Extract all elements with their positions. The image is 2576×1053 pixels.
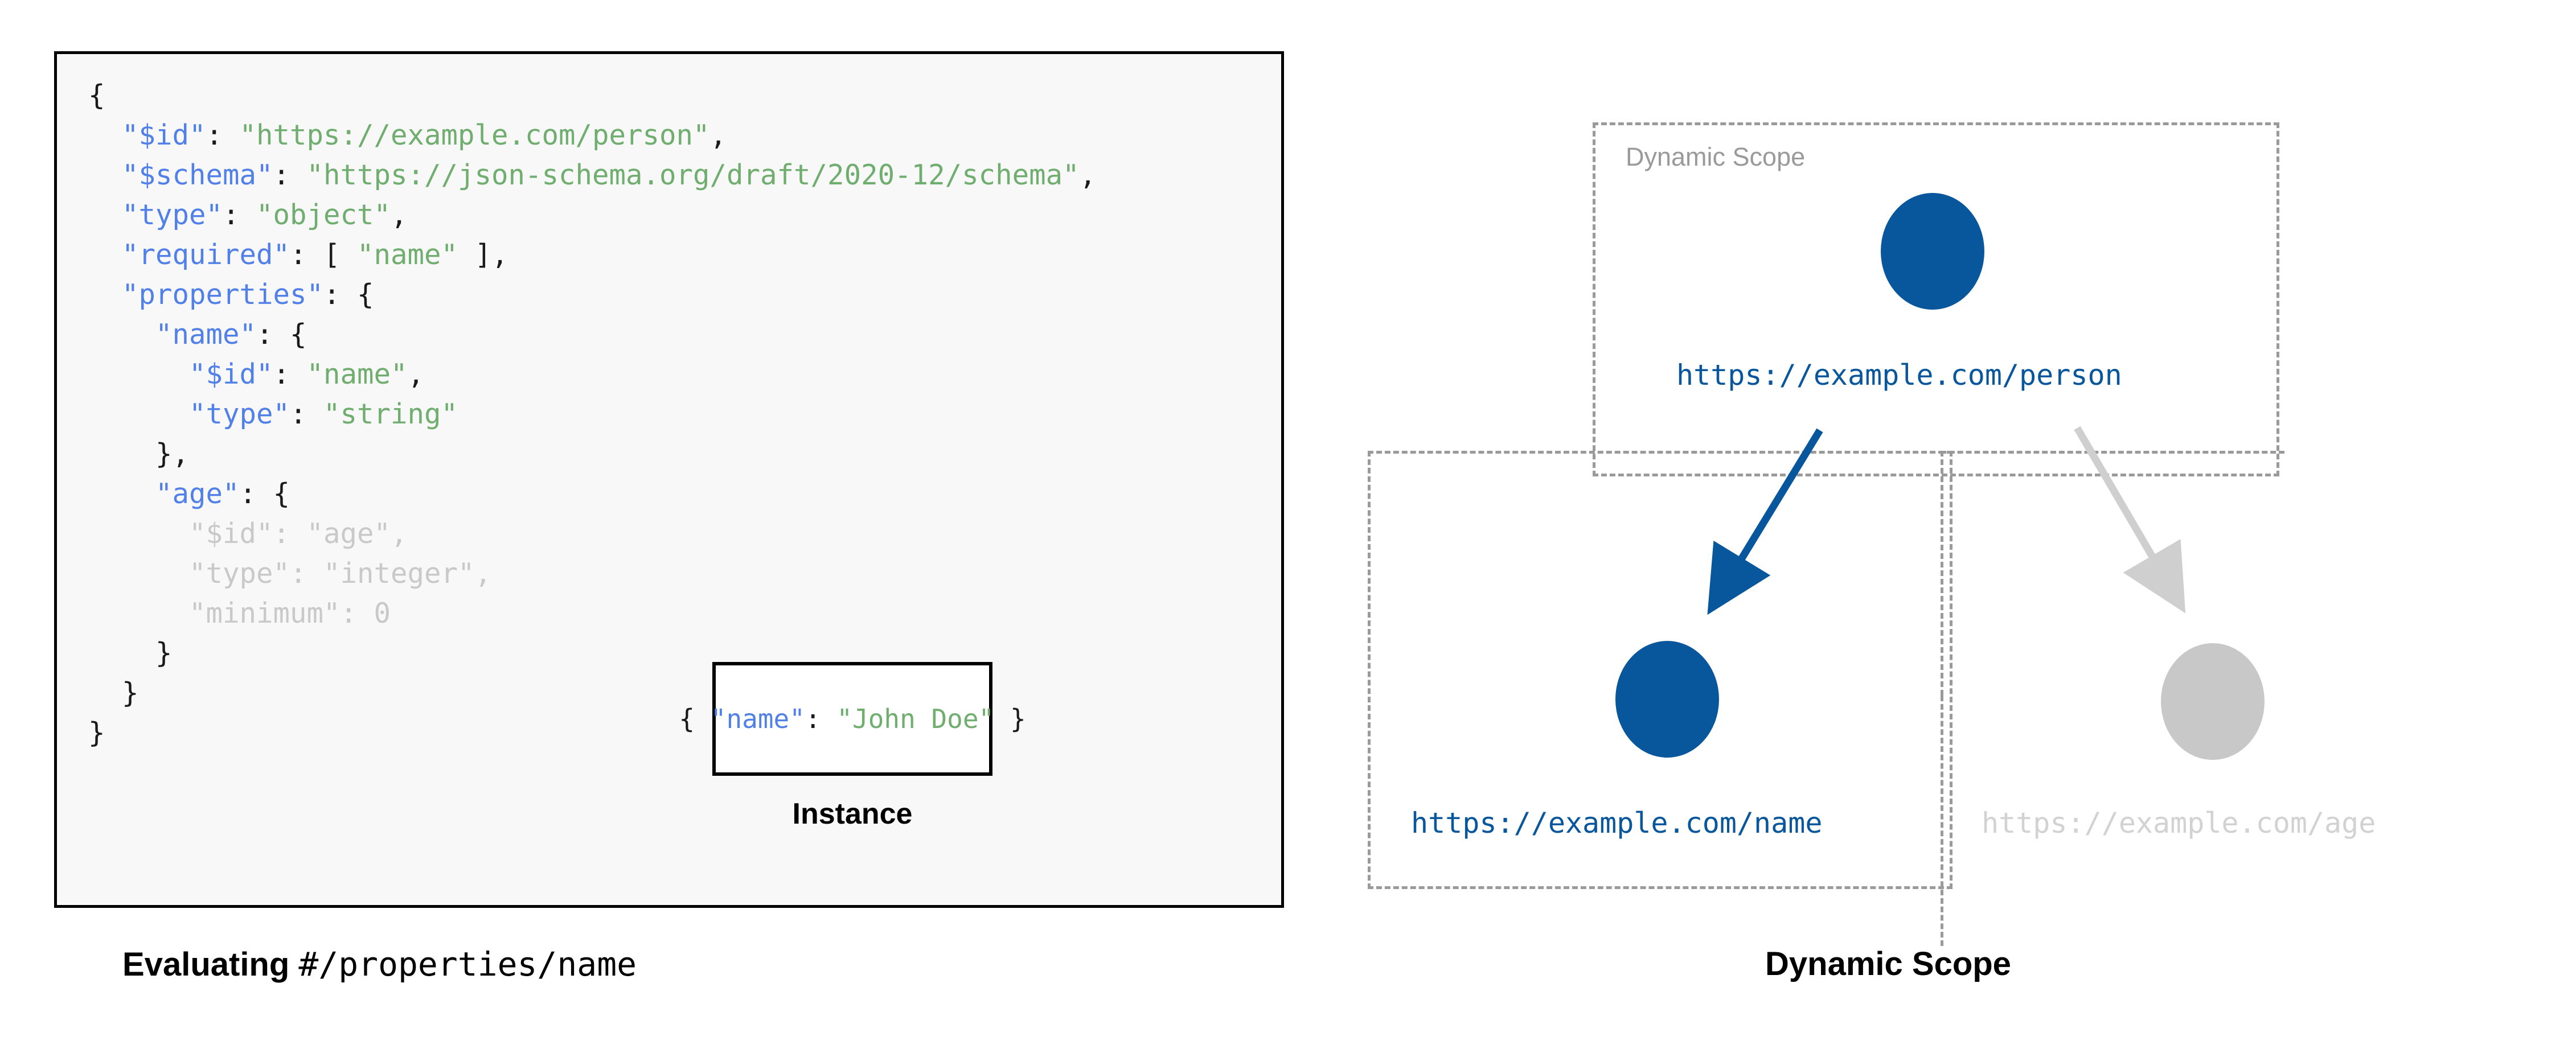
- code-token-punct: :: [206, 119, 240, 151]
- code-token-str: "name": [357, 238, 458, 271]
- code-token-punct: :: [223, 199, 257, 231]
- code-token-punct: }: [122, 677, 139, 709]
- code-token-punct: }: [155, 637, 173, 669]
- code-token-num: 0: [374, 597, 391, 630]
- code-line: "minimum": 0: [88, 594, 1096, 634]
- code-token-punct: :: [290, 398, 324, 430]
- code-token-punct: ,: [474, 557, 492, 590]
- code-token-punct: },: [155, 438, 190, 470]
- instance-caption: Instance: [792, 797, 913, 830]
- node-age: [2161, 643, 2265, 760]
- code-line: {: [88, 76, 1096, 116]
- instance-code: { "name": "John Doe" }: [679, 704, 1026, 734]
- node-label-age: https://example.com/age: [1982, 807, 2376, 840]
- code-token-punct: : {: [256, 318, 307, 351]
- scope-box-name: [1368, 451, 1952, 889]
- arrow-person-to-name: [1707, 428, 1823, 615]
- code-token-punct: {: [88, 79, 105, 112]
- code-token-key: "minimum": [189, 597, 341, 630]
- schema-code-listing: { "$id": "https://example.com/person", "…: [88, 76, 1096, 753]
- scope-box-root: [1593, 122, 2279, 476]
- code-token-punct: ,: [407, 358, 425, 390]
- code-line: "type": "string": [88, 394, 1096, 434]
- code-token-key: "properties": [122, 278, 324, 311]
- code-line: "$id": "age",: [88, 514, 1096, 554]
- code-line: }: [88, 634, 1096, 673]
- code-token-str: "https://example.com/person": [239, 119, 710, 151]
- code-token-punct: {: [679, 704, 711, 734]
- code-token-key: "$id": [189, 517, 273, 550]
- code-token-key: "age": [155, 478, 240, 510]
- code-token-punct: ],: [458, 238, 508, 271]
- code-line: "type": "integer",: [88, 554, 1096, 594]
- code-token-str: "https://json-schema.org/draft/2020-12/s…: [306, 159, 1080, 191]
- code-line: "$schema": "https://json-schema.org/draf…: [88, 155, 1096, 195]
- code-token-key: "type": [189, 557, 290, 590]
- code-token-punct: :: [273, 517, 307, 550]
- left-caption-bold-text: Evaluating: [122, 946, 299, 983]
- code-token-key: "type": [189, 398, 290, 430]
- code-token-str: "string": [323, 398, 458, 430]
- code-token-punct: : {: [239, 478, 290, 510]
- code-token-key: "type": [122, 199, 223, 231]
- code-token-punct: ,: [709, 119, 727, 151]
- schema-code-panel: { "$id": "https://example.com/person", "…: [54, 51, 1284, 908]
- code-token-str: "integer": [323, 557, 475, 590]
- code-token-key: "name": [710, 704, 805, 734]
- right-panel-caption: Dynamic Scope: [1765, 945, 2011, 982]
- code-line: "name": {: [88, 315, 1096, 355]
- node-name: [1615, 641, 1719, 758]
- code-token-str: "age": [306, 517, 391, 550]
- code-line: "$id": "https://example.com/person",: [88, 116, 1096, 155]
- scope-box-label: Dynamic Scope: [1626, 142, 1806, 171]
- code-token-key: "$schema": [122, 159, 273, 191]
- code-token-str: "John Doe": [836, 704, 995, 734]
- code-token-str: "name": [306, 358, 408, 390]
- code-line: "type": "object",: [88, 195, 1096, 235]
- left-caption-pointer-text: #/properties/name: [298, 945, 637, 984]
- code-line: "$id": "name",: [88, 355, 1096, 394]
- code-line: "required": [ "name" ],: [88, 235, 1096, 275]
- code-line: "age": {: [88, 474, 1096, 514]
- code-token-key: "$id": [122, 119, 206, 151]
- code-token-str: "object": [256, 199, 391, 231]
- code-token-punct: :: [340, 597, 374, 630]
- code-token-key: "required": [122, 238, 290, 271]
- code-token-punct: ,: [1079, 159, 1097, 191]
- code-token-punct: :: [273, 358, 307, 390]
- code-token-key: "$id": [189, 358, 273, 390]
- code-token-punct: }: [88, 717, 105, 749]
- code-token-punct: : {: [323, 278, 374, 311]
- code-token-punct: :: [805, 704, 837, 734]
- code-token-punct: :: [290, 557, 324, 590]
- code-token-punct: ,: [391, 199, 408, 231]
- code-line: },: [88, 434, 1096, 474]
- code-token-punct: }: [994, 704, 1026, 734]
- node-label-name: https://example.com/name: [1411, 807, 1823, 840]
- code-token-key: "name": [155, 318, 257, 351]
- code-line: "properties": {: [88, 275, 1096, 315]
- code-token-punct: ,: [391, 517, 408, 550]
- code-line: }: [88, 673, 1096, 713]
- scope-box-age: [1941, 451, 2284, 696]
- code-token-punct: : [: [290, 238, 358, 271]
- code-line: }: [88, 713, 1096, 753]
- node-label-person: https://example.com/person: [1676, 359, 2122, 392]
- node-person: [1881, 193, 1984, 310]
- arrow-person-to-age: [2074, 426, 2186, 614]
- scope-box-age-left-edge: [1941, 696, 1943, 946]
- code-token-punct: :: [273, 159, 307, 191]
- instance-box: { "name": "John Doe" }: [679, 662, 1026, 776]
- left-panel-caption: Evaluating #/properties/name: [122, 945, 637, 984]
